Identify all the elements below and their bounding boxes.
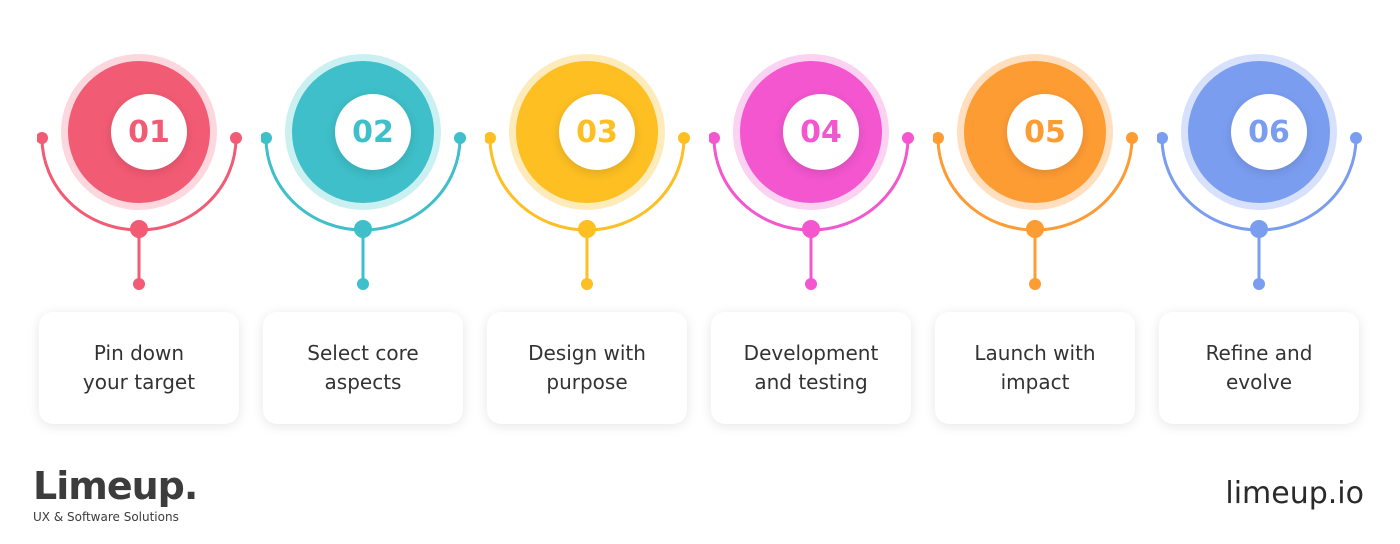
step-card: Select core aspects <box>263 312 463 424</box>
step-01: 01 Pin down your target <box>37 0 261 440</box>
step-card: Launch with impact <box>935 312 1135 424</box>
step-number-badge: 02 <box>335 94 411 170</box>
step-number-badge: 06 <box>1231 94 1307 170</box>
step-06: 06 Refine and evolve <box>1157 0 1381 440</box>
website-link[interactable]: limeup.io <box>1225 476 1364 511</box>
step-card: Pin down your target <box>39 312 239 424</box>
step-05: 05 Launch with impact <box>933 0 1157 440</box>
step-label: Refine and evolve <box>1205 341 1313 394</box>
step-label: Design with purpose <box>528 341 646 394</box>
brand-name: Limeup. <box>33 464 198 508</box>
step-card: Development and testing <box>711 312 911 424</box>
step-card: Refine and evolve <box>1159 312 1359 424</box>
step-number-badge: 03 <box>559 94 635 170</box>
step-number-badge: 04 <box>783 94 859 170</box>
step-label: Launch with impact <box>974 341 1096 394</box>
step-label: Select core aspects <box>307 341 419 394</box>
brand-logo: Limeup. UX & Software Solutions <box>33 464 198 524</box>
step-04: 04 Development and testing <box>709 0 933 440</box>
step-03: 03 Design with purpose <box>485 0 709 440</box>
step-label: Pin down your target <box>82 341 196 394</box>
brand-tagline: UX & Software Solutions <box>33 510 179 524</box>
step-02: 02 Select core aspects <box>261 0 485 440</box>
step-label: Development and testing <box>743 341 879 394</box>
step-card: Design with purpose <box>487 312 687 424</box>
step-number-badge: 01 <box>111 94 187 170</box>
step-number-badge: 05 <box>1007 94 1083 170</box>
